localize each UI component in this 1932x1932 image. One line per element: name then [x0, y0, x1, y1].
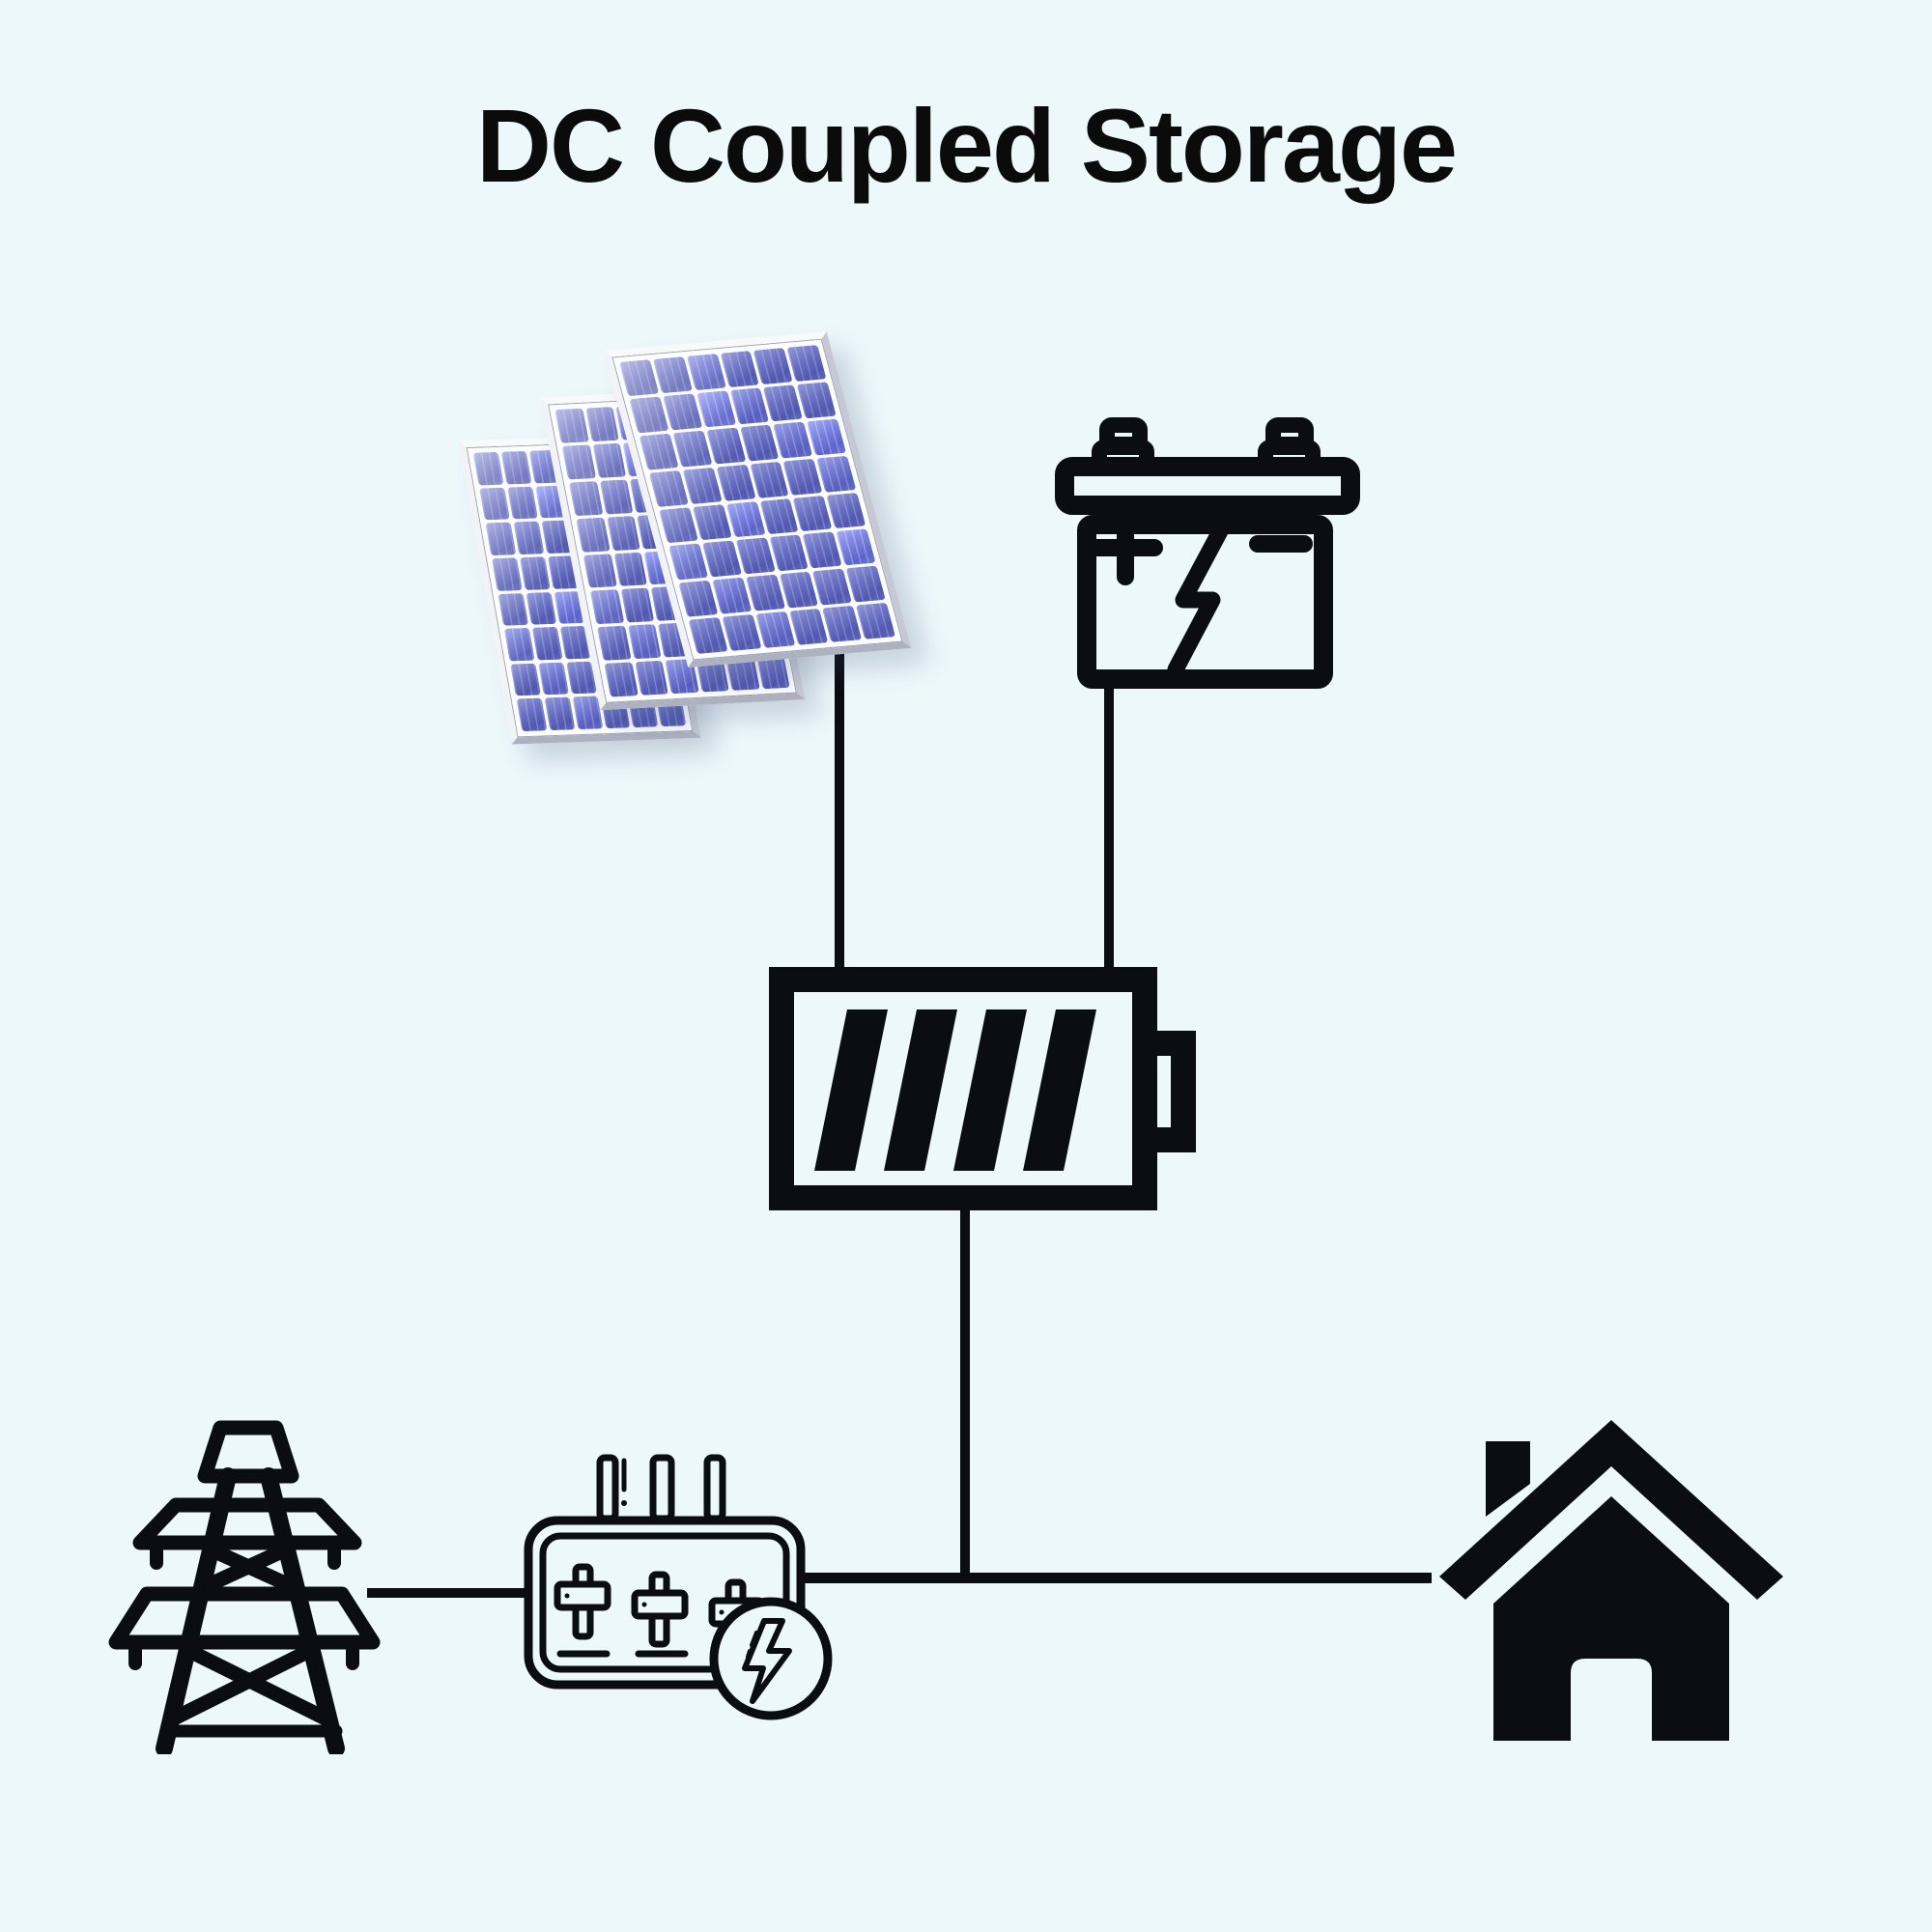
- tower-apex: [197, 1420, 299, 1484]
- lightning-bolt-icon: [1167, 523, 1229, 678]
- tower-cross-brace: [194, 1542, 303, 1596]
- power-badge-circle: [709, 1597, 833, 1720]
- inverter-slider: [554, 1563, 611, 1640]
- battery-lid: [1055, 457, 1360, 515]
- car-battery-icon: [1055, 417, 1360, 689]
- inverter-pin: [649, 1454, 675, 1522]
- plus-symbol: [1088, 510, 1163, 585]
- battery-body: [1077, 515, 1333, 689]
- roof: [1439, 1420, 1783, 1600]
- storage-battery-icon: [769, 967, 1196, 1210]
- transmission-tower-icon: [108, 1420, 381, 1754]
- tower-leg: [260, 1467, 345, 1754]
- battery-terminal-nub: [1145, 1031, 1196, 1152]
- chimney: [1486, 1441, 1530, 1517]
- inverter-icon: [524, 1454, 833, 1720]
- tower-lower-arm: [108, 1586, 381, 1650]
- tower-upper-arm: [132, 1497, 362, 1550]
- wire-solar-to-storage: [835, 623, 844, 976]
- tower-leg: [156, 1467, 237, 1754]
- wire-battery-to-storage: [1104, 676, 1114, 976]
- wire-storage-to-bus: [960, 1208, 970, 1582]
- tower-cross-brace: [162, 1642, 337, 1728]
- lightning-bolt-icon: [742, 1618, 792, 1704]
- inverter-pin: [596, 1454, 619, 1522]
- inverter-pin: [703, 1454, 726, 1522]
- battery-outline: [769, 967, 1157, 1210]
- wire-grid-to-inverter: [367, 1588, 533, 1598]
- inverter-slider: [631, 1571, 689, 1648]
- house-body: [1493, 1496, 1729, 1741]
- house-icon: [1439, 1420, 1783, 1741]
- wire-bus-to-house: [798, 1573, 1432, 1583]
- battery-charge-bars: [814, 1009, 1096, 1171]
- page-title: DC Coupled Storage: [475, 87, 1458, 204]
